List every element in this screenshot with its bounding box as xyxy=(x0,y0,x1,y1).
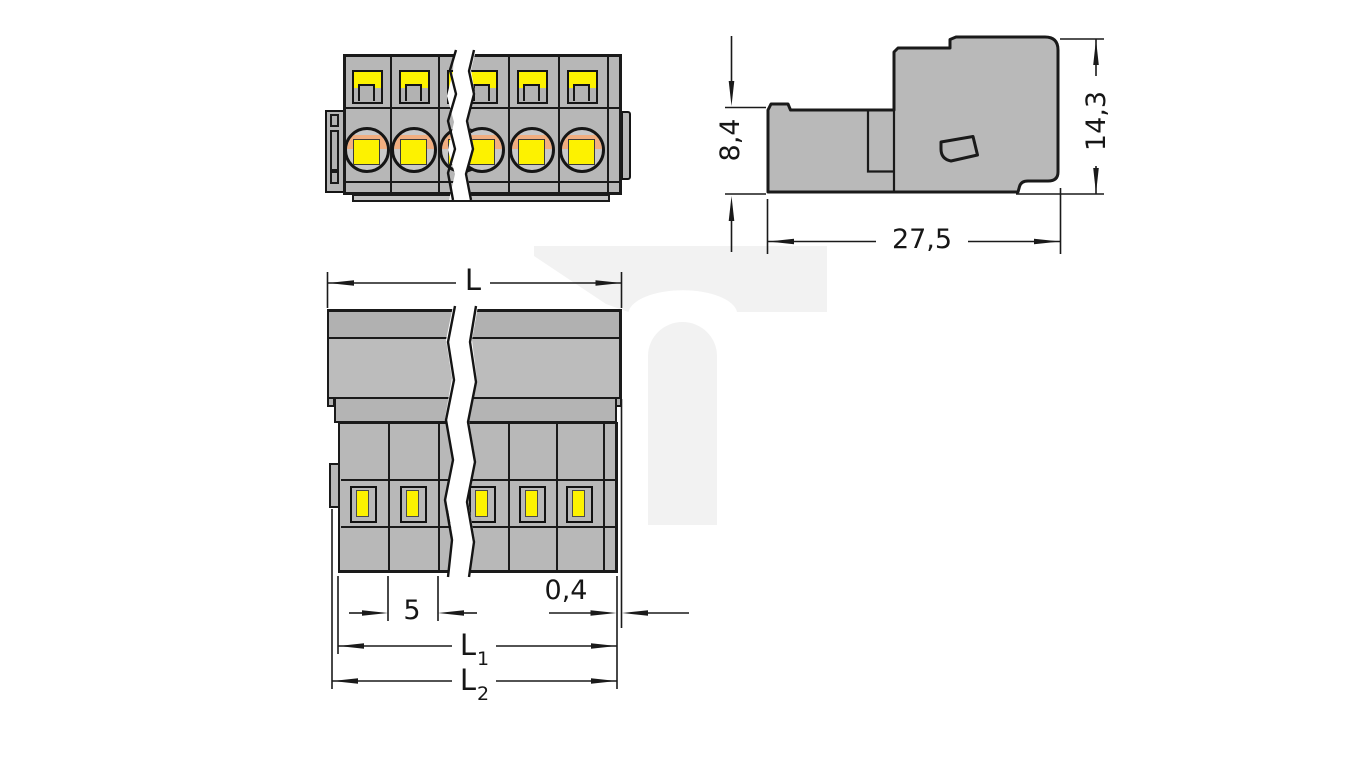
dim-label-L2-sub: 2 xyxy=(477,683,490,705)
push-button xyxy=(352,70,383,104)
side-view-profile xyxy=(766,35,1060,194)
push-button-slot xyxy=(358,84,375,101)
push-button-slot xyxy=(523,84,540,101)
push-button xyxy=(567,70,598,104)
front-view-break xyxy=(446,49,476,201)
wire-entry xyxy=(399,139,427,165)
wire-entry xyxy=(352,139,380,165)
dim-label-27-5: 27,5 xyxy=(891,224,953,255)
latch-slot-middle xyxy=(329,130,339,171)
pole-divider xyxy=(390,57,392,192)
dim-label-14-3: 14,3 xyxy=(1081,90,1112,152)
dim-label-L1-sub: 1 xyxy=(477,648,490,670)
dim-label-0-4: 0,4 xyxy=(544,575,588,606)
side-view-inner-lines xyxy=(866,110,896,192)
pin-contact xyxy=(524,489,538,517)
bottom-view-break xyxy=(443,305,478,578)
dim-label-5: 5 xyxy=(403,595,421,626)
bottom-view-band-line xyxy=(329,336,619,339)
front-view-right-lug xyxy=(621,111,631,180)
latch-slot-bottom xyxy=(329,171,339,184)
male-pin xyxy=(399,485,427,523)
push-button xyxy=(517,70,548,104)
pin-contact xyxy=(405,489,419,517)
dim-label-L1: L1 xyxy=(459,628,490,671)
pin-pole-divider xyxy=(603,424,605,571)
push-button-slot xyxy=(405,84,422,101)
pin-section-line xyxy=(340,479,616,481)
pin-pole-divider xyxy=(388,424,390,571)
front-view-upper-seam xyxy=(346,107,619,109)
terminal-opening xyxy=(390,127,437,173)
pin-contact xyxy=(572,489,585,517)
dim-label-8-4: 8,4 xyxy=(715,118,746,162)
male-pin xyxy=(349,485,377,523)
pole-divider xyxy=(558,57,560,192)
terminal-opening xyxy=(508,127,555,173)
pole-divider xyxy=(438,57,440,192)
wire-entry xyxy=(517,139,545,165)
male-pin xyxy=(518,485,546,523)
pin-pole-divider xyxy=(438,424,440,571)
male-pin xyxy=(468,485,496,523)
dim-label-L2: L2 xyxy=(459,663,490,706)
front-view-lower-seam xyxy=(346,180,619,183)
side-view-slot xyxy=(939,135,979,163)
dimension-arrowheads xyxy=(328,39,1099,684)
terminal-opening xyxy=(343,127,390,173)
front-view-base-strip xyxy=(352,194,610,202)
pin-contact xyxy=(474,489,488,517)
pole-divider xyxy=(606,57,609,192)
pin-contact xyxy=(355,489,369,517)
pole-divider xyxy=(508,57,510,192)
male-pin xyxy=(566,485,593,523)
terminal-opening xyxy=(558,127,605,173)
dim-label-L: L xyxy=(464,263,482,297)
pin-pole-divider xyxy=(556,424,558,571)
push-button-slot xyxy=(573,84,590,101)
push-button xyxy=(399,70,430,104)
wire-entry xyxy=(567,139,595,165)
pin-pole-divider xyxy=(508,424,510,571)
latch-slot-top xyxy=(329,114,339,127)
pin-section-line xyxy=(340,526,616,528)
